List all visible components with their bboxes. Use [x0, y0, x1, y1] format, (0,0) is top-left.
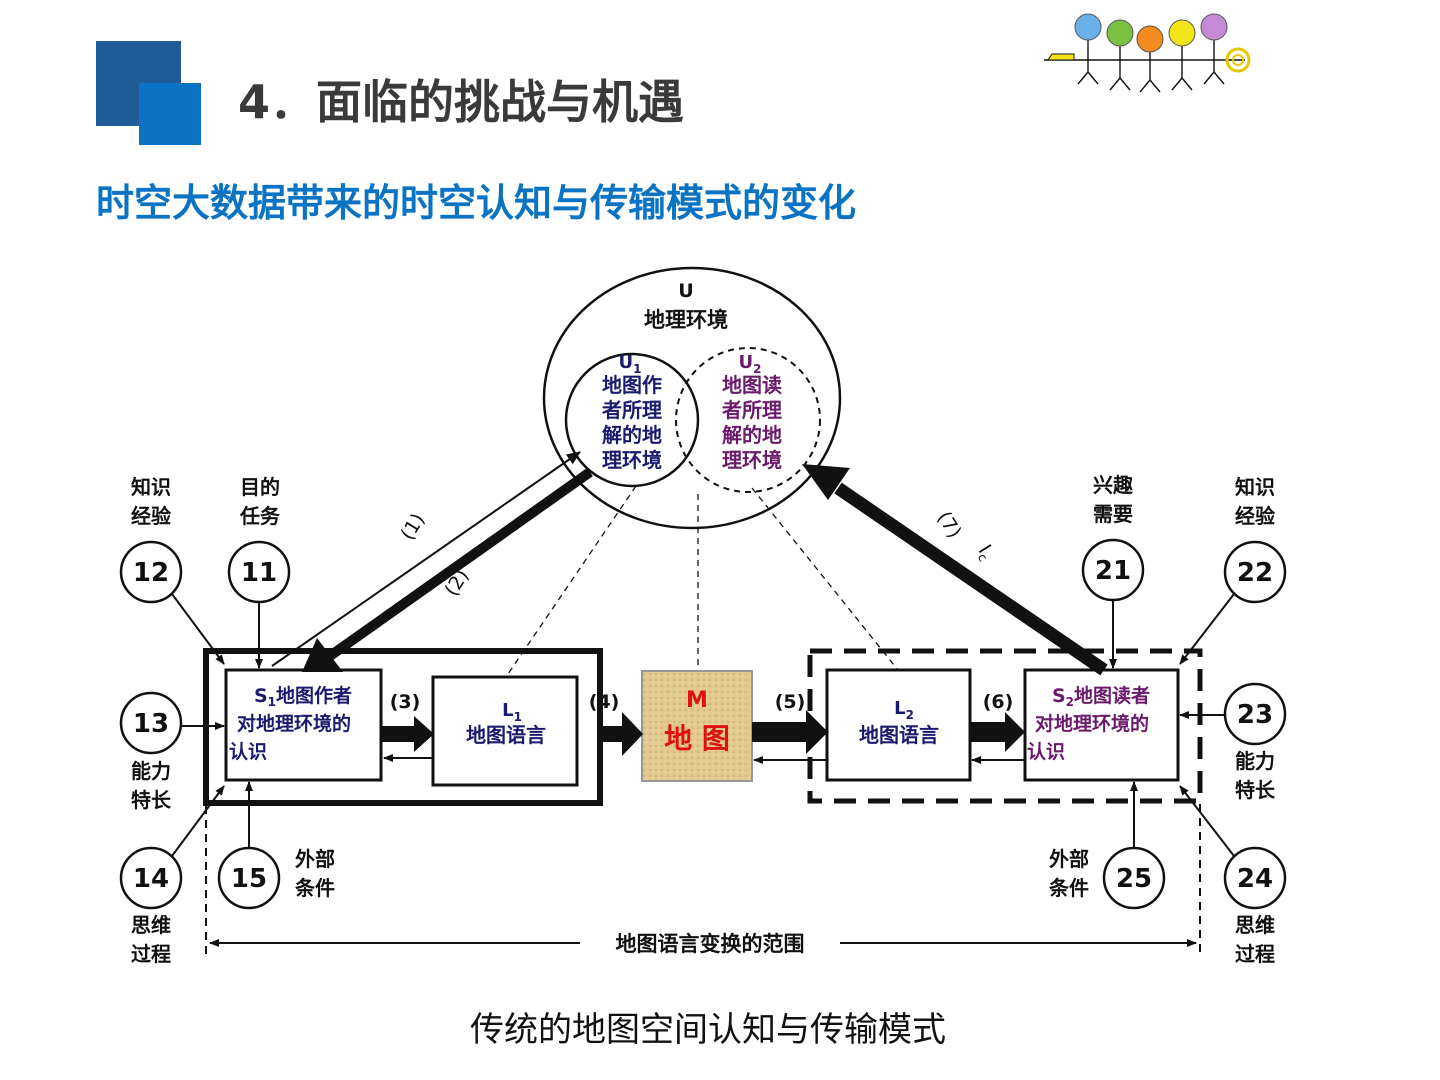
factor-13-label-2: 特长: [131, 788, 172, 812]
factor-12-number: 12: [133, 558, 169, 588]
arrow-step-2-head: [302, 638, 343, 672]
factor-24-label-2: 过程: [1235, 942, 1275, 966]
ic-label: Ic: [972, 541, 999, 564]
factor-21-label-2: 需要: [1093, 502, 1133, 526]
factor-25-label-2: 条件: [1049, 876, 1089, 900]
factor-12-label-1: 知识: [131, 475, 171, 499]
step-6-label: (6): [983, 691, 1014, 713]
factor-23-number: 23: [1237, 700, 1273, 730]
factor-21-label-1: 兴趣: [1093, 473, 1134, 497]
factor-14-label-1: 思维: [131, 913, 171, 937]
person-head-4: [1168, 19, 1196, 47]
u1-line-2: 者所理: [601, 398, 662, 422]
flow-arrow-6: [971, 712, 1025, 752]
l1-symbol: L1: [502, 700, 522, 724]
factor-14-label-2: 过程: [131, 942, 171, 966]
l2-symbol: L2: [894, 698, 914, 722]
u-symbol: U: [678, 280, 693, 302]
factor-22-label-2: 经验: [1235, 504, 1275, 528]
u-label: 地理环境: [644, 308, 728, 332]
factor-25-label-1: 外部: [1049, 847, 1089, 871]
factor-11-label-1: 目的: [240, 475, 280, 499]
title-decor-square-light: [139, 83, 201, 145]
factor-25-number: 25: [1116, 864, 1152, 894]
l1-box: [431, 675, 579, 787]
u1-line-3: 解的地: [602, 423, 662, 447]
s2-title: S2地图读者: [1052, 684, 1150, 709]
u1-symbol: U1: [619, 352, 642, 376]
step-4-label: (4): [589, 691, 620, 713]
factor-22-label-1: 知识: [1235, 475, 1275, 499]
u2-line-3: 解的地: [722, 423, 782, 447]
factor-21-number: 21: [1095, 556, 1131, 586]
figure-caption: 传统的地图空间认知与传输模式: [470, 1010, 946, 1050]
flow-arrow-3: [382, 716, 434, 752]
s2-line-2: 对地理环境的: [1035, 712, 1149, 735]
s1-line-3: 认识: [229, 740, 267, 763]
u2-line-2: 者所理: [721, 398, 782, 422]
map-label: 地 图: [664, 722, 730, 755]
factor-13-circle: [119, 691, 183, 755]
s2-box: [1023, 668, 1180, 782]
step-7-label: (7): [933, 508, 966, 542]
person-head-1: [1074, 13, 1102, 41]
factor-22-circle: [1223, 540, 1287, 604]
s1-title: S1地图作者: [254, 684, 352, 709]
factor-23-label-2: 特长: [1235, 778, 1276, 802]
u1-line-1: 地图作: [602, 373, 662, 397]
slide-title: 4．面临的挑战与机遇: [238, 75, 685, 129]
factor-15-label-2: 条件: [295, 876, 335, 900]
factor-24-label-1: 思维: [1235, 913, 1275, 937]
s1-box: [224, 668, 383, 782]
factor-12-circle: [119, 540, 183, 604]
person-head-5: [1200, 13, 1228, 41]
l2-label: 地图语言: [859, 723, 939, 747]
map-box: [641, 670, 753, 782]
factor-11-label-2: 任务: [239, 504, 281, 528]
factor-24-circle: [1223, 846, 1287, 910]
u1-circle: [564, 352, 700, 488]
u2-line-4: 理环境: [722, 448, 782, 472]
u2-circle: [675, 347, 821, 493]
factor-15-number: 15: [231, 864, 267, 894]
step-1-label: (1): [396, 510, 429, 544]
l1-label: 地图语言: [466, 723, 546, 747]
flow-arrow-5: [752, 710, 828, 754]
factor-13-number: 13: [133, 709, 169, 739]
factor-23-label-1: 能力: [1235, 749, 1275, 773]
map-symbol: M: [686, 688, 708, 713]
step-5-label: (5): [775, 691, 806, 713]
u2-symbol: U2: [739, 352, 762, 376]
environment-ellipse: [542, 266, 842, 530]
factor-11-number: 11: [241, 558, 277, 588]
person-head-2: [1106, 19, 1134, 47]
arrow-step-1: [271, 451, 581, 667]
step-3-label: (3): [390, 691, 421, 713]
factor-22-number: 22: [1237, 558, 1273, 588]
s2-line-3: 认识: [1027, 740, 1065, 763]
people-logo: [1044, 13, 1251, 93]
factor-13-label-1: 能力: [131, 759, 171, 783]
slide-subtitle: 时空大数据带来的时空认知与传输模式的变化: [96, 181, 857, 225]
u2-line-1: 地图读: [722, 373, 782, 397]
range-label: 地图语言变换的范围: [616, 932, 805, 956]
factor-24-number: 24: [1237, 864, 1273, 894]
factor-14-circle: [119, 846, 183, 910]
factor-12-label-2: 经验: [131, 504, 171, 528]
l2-box: [825, 668, 972, 782]
flow-arrow-4: [600, 712, 643, 756]
arrow-step-7-head: [802, 464, 850, 500]
factor-14-number: 14: [133, 864, 169, 894]
u1-line-4: 理环境: [602, 448, 662, 472]
s1-line-2: 对地理环境的: [237, 712, 351, 735]
factor-15-label-1: 外部: [295, 847, 335, 871]
person-head-3: [1136, 25, 1164, 53]
